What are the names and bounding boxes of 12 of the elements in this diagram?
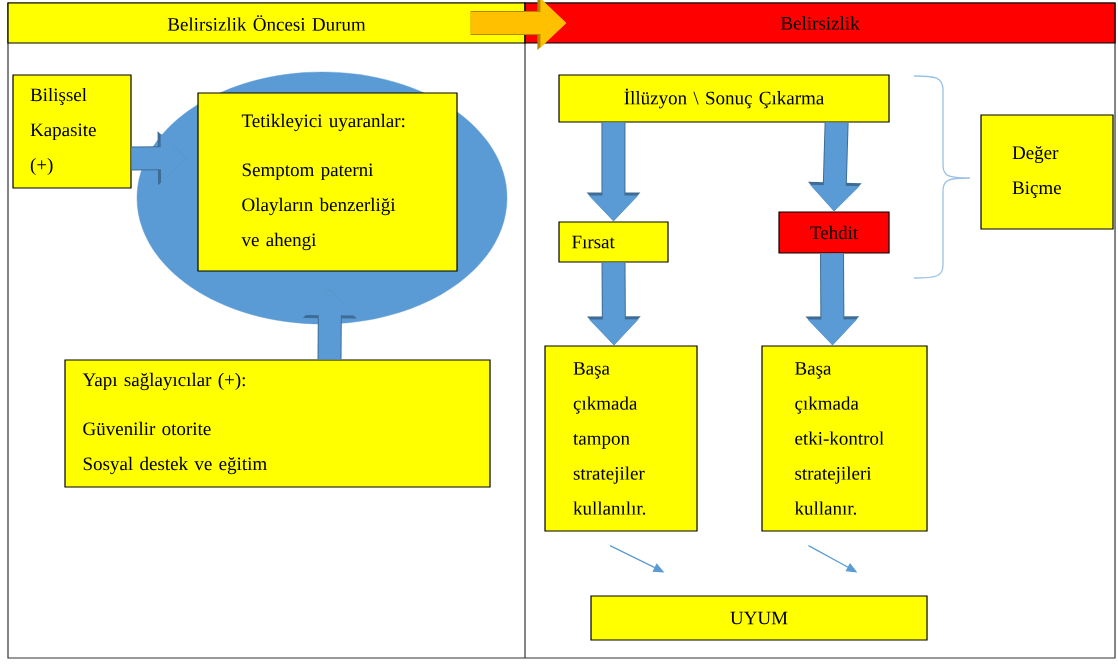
text-box: İllüzyon \ Sonuç Çıkarma: [558, 74, 890, 123]
text-box: Yapı sağlayıcılar (+): Güvenilir otorite Sosyal destek ve eğitim: [64, 359, 491, 488]
header-band: Belirsizlik Öncesi Durum: [7, 2, 526, 44]
text-box: Bilişsel Kapasite (+): [12, 74, 132, 189]
text-box: Başa çıkmada etki-kontrol stratejileri kullanır.: [761, 345, 928, 532]
header-band: Belirsizlik: [524, 2, 1116, 44]
text-box: Değer Biçme: [980, 114, 1114, 230]
text-box: Tehdit: [778, 211, 890, 254]
text-box: Başa çıkmada tampon stratejiler kullanılır.: [544, 345, 698, 532]
text-box: Tetikleyici uyaranlar: Semptom paterni Olayların benzerliği ve ahengi: [197, 92, 458, 272]
text-box: UYUM: [590, 595, 928, 641]
text-box: Fırsat: [558, 221, 669, 263]
